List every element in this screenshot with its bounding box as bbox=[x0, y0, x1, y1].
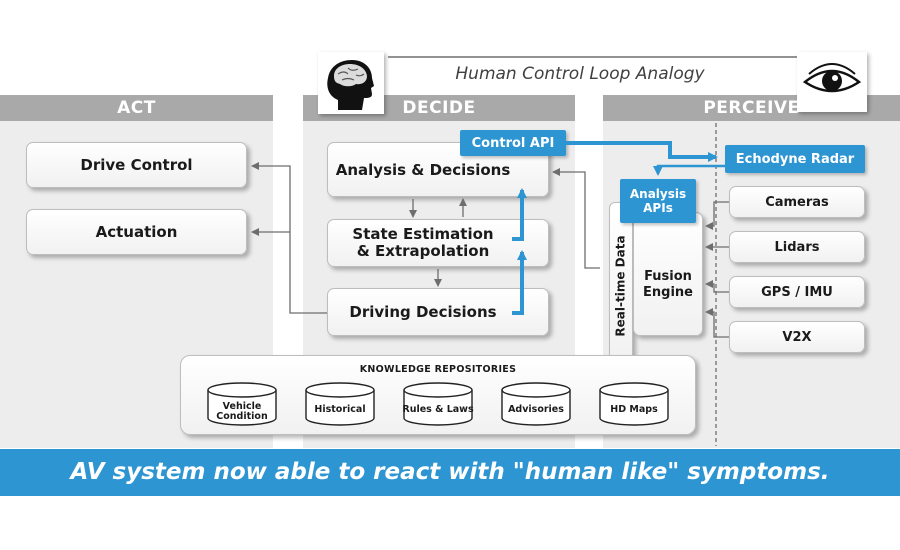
act-header: ACT bbox=[0, 95, 273, 121]
sensor-lidars: Lidars bbox=[729, 231, 865, 263]
drive-control-box: Drive Control bbox=[26, 142, 247, 188]
vehicle-line1: Vehicle bbox=[222, 401, 262, 412]
advisories-label: Advisories bbox=[508, 404, 564, 415]
blue-control-to-radar bbox=[566, 141, 718, 162]
feedback-to-drive-control bbox=[251, 162, 327, 314]
echodyne-radar-box: Echodyne Radar bbox=[725, 145, 865, 173]
database-icon bbox=[207, 382, 277, 426]
realtime-to-analysis bbox=[552, 168, 600, 269]
fusion-line1: Fusion bbox=[644, 269, 692, 284]
blue-state-to-analysis bbox=[512, 188, 527, 241]
sensor-v2x: V2X bbox=[729, 321, 865, 353]
state-estimation-box: State Estimation & Extrapolation bbox=[327, 219, 549, 267]
header-title: Human Control Loop Analogy bbox=[455, 64, 705, 84]
fusion-engine-box: Fusion Engine bbox=[633, 212, 703, 336]
head-brain-icon bbox=[318, 52, 384, 114]
state-estimation-line2: & Extrapolation bbox=[356, 242, 490, 260]
database-icon bbox=[501, 382, 571, 426]
v2x-to-fusion bbox=[705, 308, 729, 338]
analysis-apis-line2: APIs bbox=[643, 201, 673, 215]
perceive-header: PERCEIVE bbox=[603, 95, 900, 121]
bottom-banner: AV system now able to react with "human … bbox=[0, 449, 900, 496]
analysis-apis-box: Analysis APIs bbox=[620, 179, 696, 223]
cylinder-historical: Historical bbox=[304, 381, 376, 427]
historical-label: Historical bbox=[314, 404, 366, 415]
database-icon bbox=[305, 382, 375, 426]
database-icon bbox=[403, 382, 473, 426]
control-api-box: Control API bbox=[460, 130, 566, 156]
blue-driving-to-analysis bbox=[512, 250, 527, 315]
sensor-gps-imu: GPS / IMU bbox=[729, 276, 865, 308]
fusion-line2: Engine bbox=[643, 285, 693, 300]
eye-icon bbox=[797, 52, 867, 112]
hd-maps-label: HD Maps bbox=[610, 404, 658, 415]
gps-to-fusion bbox=[705, 280, 729, 293]
database-icon bbox=[599, 382, 669, 426]
real-time-data-bar: Real-time Data bbox=[609, 202, 633, 370]
cylinder-rules-laws: Rules & Laws bbox=[402, 381, 474, 427]
cameras-to-fusion bbox=[705, 201, 729, 230]
sensor-cameras: Cameras bbox=[729, 186, 865, 218]
vehicle-line2: Condition bbox=[216, 411, 268, 422]
cylinder-advisories: Advisories bbox=[500, 381, 572, 427]
rules-label: Rules & Laws bbox=[402, 404, 474, 415]
blue-radar-to-apis bbox=[653, 164, 725, 176]
state-estimation-line1: State Estimation bbox=[352, 225, 494, 243]
analysis-apis-line1: Analysis bbox=[629, 187, 687, 201]
cylinder-vehicle-condition: Vehicle Condition bbox=[206, 381, 278, 427]
actuation-box: Actuation bbox=[26, 209, 247, 255]
cylinder-hd-maps: HD Maps bbox=[598, 381, 670, 427]
knowledge-title: KNOWLEDGE REPOSITORIES bbox=[359, 364, 517, 375]
